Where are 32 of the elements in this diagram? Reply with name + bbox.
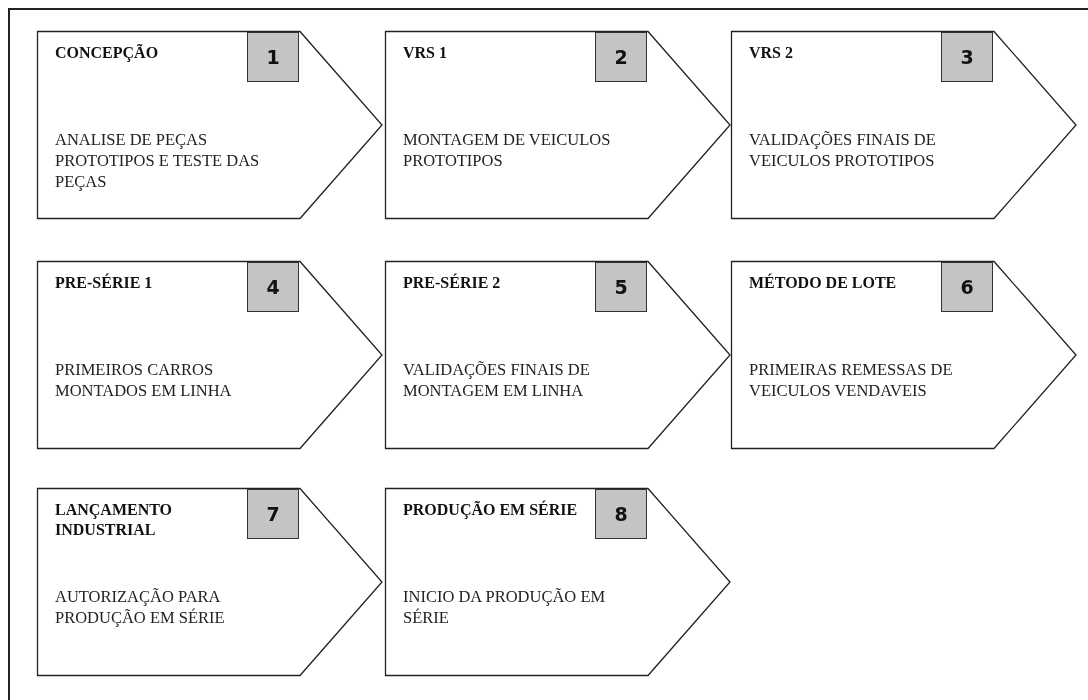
step-number: 2: [595, 32, 647, 82]
step-number: 7: [247, 489, 299, 539]
step-title: PRODUÇÃO EM SÉRIE: [403, 500, 579, 520]
chevron-step: [385, 488, 731, 676]
step-title: PRE-SÉRIE 2: [403, 273, 502, 293]
chevron-step: [385, 31, 731, 219]
step-description: VALIDAÇÕES FINAIS DE VEICULOS PROTOTIPOS: [749, 129, 937, 171]
step-title: PRE-SÉRIE 1: [55, 273, 154, 293]
step-number: 3: [941, 32, 993, 82]
step-title: CONCEPÇÃO: [55, 43, 160, 63]
step-description: MONTAGEM DE VEICULOS PROTOTIPOS: [403, 129, 612, 171]
step-description: ANALISE DE PEÇAS PROTOTIPOS E TESTE DAS PEÇAS: [55, 129, 261, 192]
chevron-step: [37, 31, 383, 219]
step-number: 6: [941, 262, 993, 312]
step-number: 4: [247, 262, 299, 312]
step-number: 8: [595, 489, 647, 539]
step-description: INICIO DA PRODUÇÃO EM SÉRIE: [403, 586, 607, 628]
chevron-step: [37, 488, 383, 676]
chevron-step: [37, 261, 383, 449]
chevron-step: [731, 261, 1077, 449]
step-number: 1: [247, 32, 299, 82]
step-title: VRS 1: [403, 43, 448, 63]
step-description: PRIMEIROS CARROS MONTADOS EM LINHA: [55, 359, 233, 401]
step-title: LANÇAMENTO INDUSTRIAL: [55, 500, 174, 540]
step-title: MÉTODO DE LOTE: [749, 273, 898, 293]
chevron-step: [731, 31, 1077, 219]
step-title: VRS 2: [749, 43, 794, 63]
step-description: AUTORIZAÇÃO PARA PRODUÇÃO EM SÉRIE: [55, 586, 226, 628]
chevron-step: [385, 261, 731, 449]
step-description: PRIMEIRAS REMESSAS DE VEICULOS VENDAVEIS: [749, 359, 954, 401]
step-description: VALIDAÇÕES FINAIS DE MONTAGEM EM LINHA: [403, 359, 591, 401]
step-number: 5: [595, 262, 647, 312]
